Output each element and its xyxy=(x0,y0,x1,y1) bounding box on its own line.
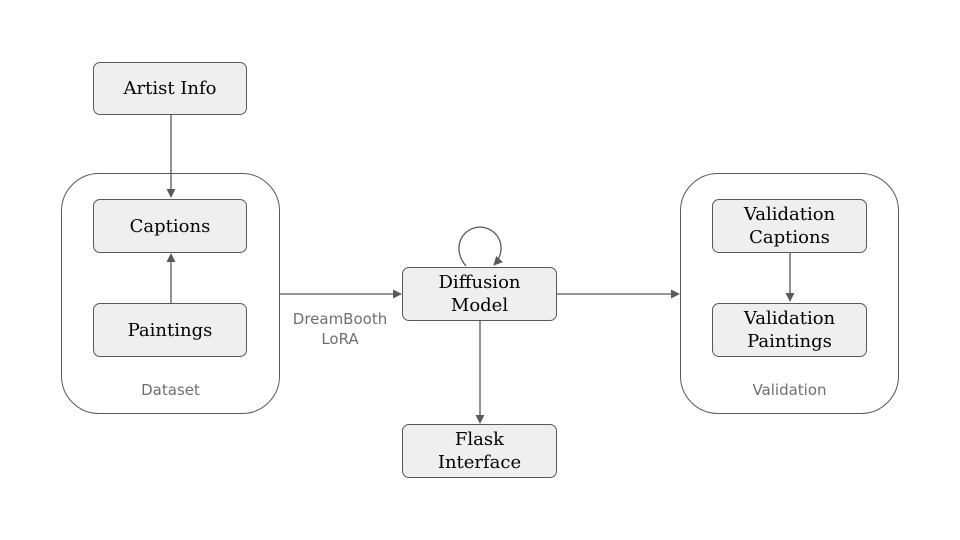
flask-interface-node: Flask Interface xyxy=(402,424,557,478)
diffusion-model-label-line-2: Model xyxy=(450,295,509,316)
training-edge-label-line-2: LoRA xyxy=(321,330,359,348)
paintings-node: Paintings xyxy=(93,303,247,357)
validation-captions-label-line-1: Validation xyxy=(743,204,836,225)
validation-captions-label-line-2: Captions xyxy=(749,227,830,248)
flask-interface-label-line-1: Flask xyxy=(454,429,505,450)
captions-node: Captions xyxy=(93,199,247,253)
diffusion-model-label-line-1: Diffusion xyxy=(438,272,521,293)
validation-paintings-label-line-1: Validation xyxy=(743,308,836,329)
flask-interface-label-line-2: Interface xyxy=(437,452,522,473)
dataset-group xyxy=(61,173,280,414)
validation-paintings-node: Validation Paintings xyxy=(712,303,867,357)
edge-diffusion-model-self-loop xyxy=(458,226,503,267)
validation-group-label: Validation xyxy=(752,381,827,399)
validation-captions-node: Validation Captions xyxy=(712,199,867,253)
artist-info-node: Artist Info xyxy=(93,62,247,115)
validation-paintings-label-line-2: Paintings xyxy=(747,331,832,352)
artist-info-label: Artist Info xyxy=(123,78,217,99)
paintings-label: Paintings xyxy=(127,319,213,341)
training-edge-label: DreamBooth LoRA xyxy=(280,309,400,349)
validation-group xyxy=(680,173,899,414)
captions-label: Captions xyxy=(129,215,211,237)
dataset-group-label: Dataset xyxy=(141,381,200,399)
training-edge-label-line-1: DreamBooth xyxy=(292,310,388,328)
diffusion-model-node: Diffusion Model xyxy=(402,267,557,321)
